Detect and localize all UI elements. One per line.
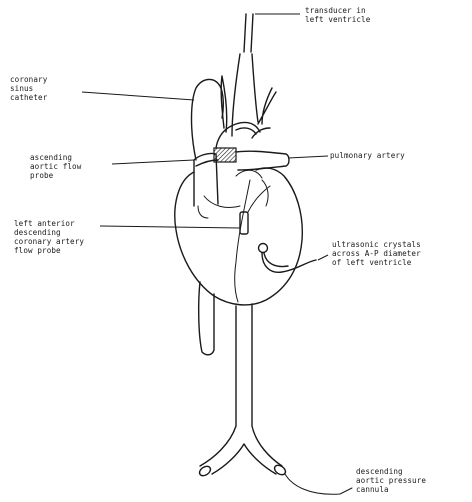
label-line: probe [30, 171, 54, 180]
label-line: descending [14, 228, 61, 237]
label-line: cannula [356, 485, 389, 494]
heart-drawing [175, 14, 352, 494]
label-line: sinus [10, 84, 33, 93]
label-line: pulmonary artery [330, 151, 405, 160]
label-line: catheter [10, 93, 48, 102]
label-line: of left ventricle [332, 258, 412, 267]
leader-coronary-sinus [82, 92, 194, 100]
atrial-curves [204, 170, 268, 207]
leader-lines [82, 14, 328, 260]
label-line: ascending [30, 153, 72, 162]
great-vessels [221, 54, 276, 136]
label-line: aortic pressure [356, 476, 426, 485]
leader-aortic-probe [112, 160, 194, 164]
label-line: transducer in [305, 6, 366, 15]
label-line: left ventricle [305, 15, 371, 24]
crystal-cable [262, 253, 316, 272]
label-line: left anterior [14, 219, 75, 228]
label-line: coronary artery [14, 237, 84, 246]
cannula-line [285, 474, 352, 494]
label-line: ultrasonic crystals [332, 240, 421, 249]
label-line: descending [356, 467, 403, 476]
leader-crystals [318, 255, 328, 260]
label-aortic-probe: ascending aortic flow probe [30, 153, 86, 180]
lad-probe-cable [248, 186, 270, 212]
label-descending-cannula: descending aortic pressure cannula [356, 467, 431, 494]
label-transducer: transducer in left ventricle [305, 6, 371, 24]
inferior-vena-cava [199, 282, 214, 355]
label-line: flow probe [14, 246, 61, 255]
transducer-tube [244, 14, 253, 52]
interventricular-groove [235, 180, 250, 302]
aortic-probe-cable [198, 206, 208, 218]
leader-pulmonary [288, 156, 328, 158]
label-lad-probe: left anterior descending coronary artery… [14, 219, 89, 255]
label-line: across A-P diameter [332, 249, 421, 258]
descending-aorta [200, 304, 282, 474]
label-pulmonary-artery: pulmonary artery [330, 151, 405, 160]
hatched-flow-probe [214, 148, 236, 162]
label-line: coronary [10, 75, 48, 84]
label-ultrasonic-crystals: ultrasonic crystals across A-P diameter … [332, 240, 425, 267]
pulmonary-artery-vessel [236, 151, 289, 170]
label-line: aortic flow [30, 162, 82, 171]
crystal-marker [259, 244, 268, 253]
leader-lad [100, 226, 240, 228]
label-coronary-sinus: coronary sinus catheter [10, 75, 52, 102]
